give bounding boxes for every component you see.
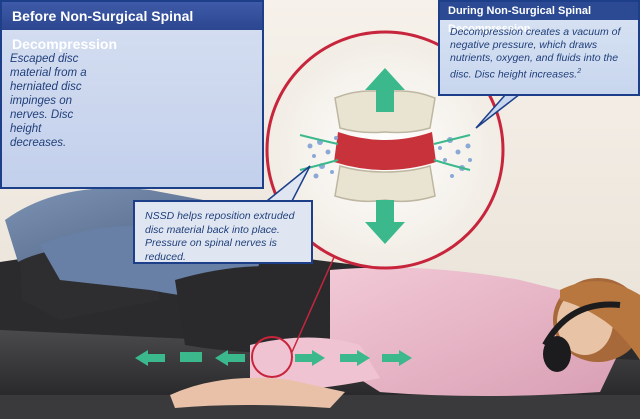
footnote-marker: 2 bbox=[577, 68, 582, 75]
during-panel-text: Decompression creates a vacuum of negati… bbox=[450, 26, 621, 81]
harness-belt bbox=[175, 266, 345, 353]
before-panel-text: Escaped disc material from a herniated d… bbox=[10, 53, 87, 149]
patient-arm bbox=[170, 377, 345, 408]
before-panel-title: Before Non-Surgical Spinal Decompression bbox=[2, 2, 262, 52]
leader-line bbox=[291, 254, 336, 353]
green-expansion-arrow-up bbox=[365, 68, 405, 112]
nssd-callout: NSSD helps reposition extruded disc mate… bbox=[133, 200, 313, 264]
before-panel: Before Non-Surgical Spinal Decompression… bbox=[0, 0, 264, 189]
headphones-icon bbox=[542, 301, 621, 372]
nssd-callout-text: NSSD helps reposition extruded disc mate… bbox=[145, 210, 295, 263]
traction-arrows bbox=[135, 350, 412, 366]
during-panel-title: During Non-Surgical Spinal Decompression bbox=[440, 2, 638, 35]
spine-target-ring bbox=[251, 336, 293, 378]
during-panel-text-wrap: Decompression creates a vacuum of negati… bbox=[450, 26, 636, 82]
green-expansion-arrow-down bbox=[365, 200, 405, 244]
during-panel: During Non-Surgical Spinal Decompression… bbox=[438, 0, 640, 96]
